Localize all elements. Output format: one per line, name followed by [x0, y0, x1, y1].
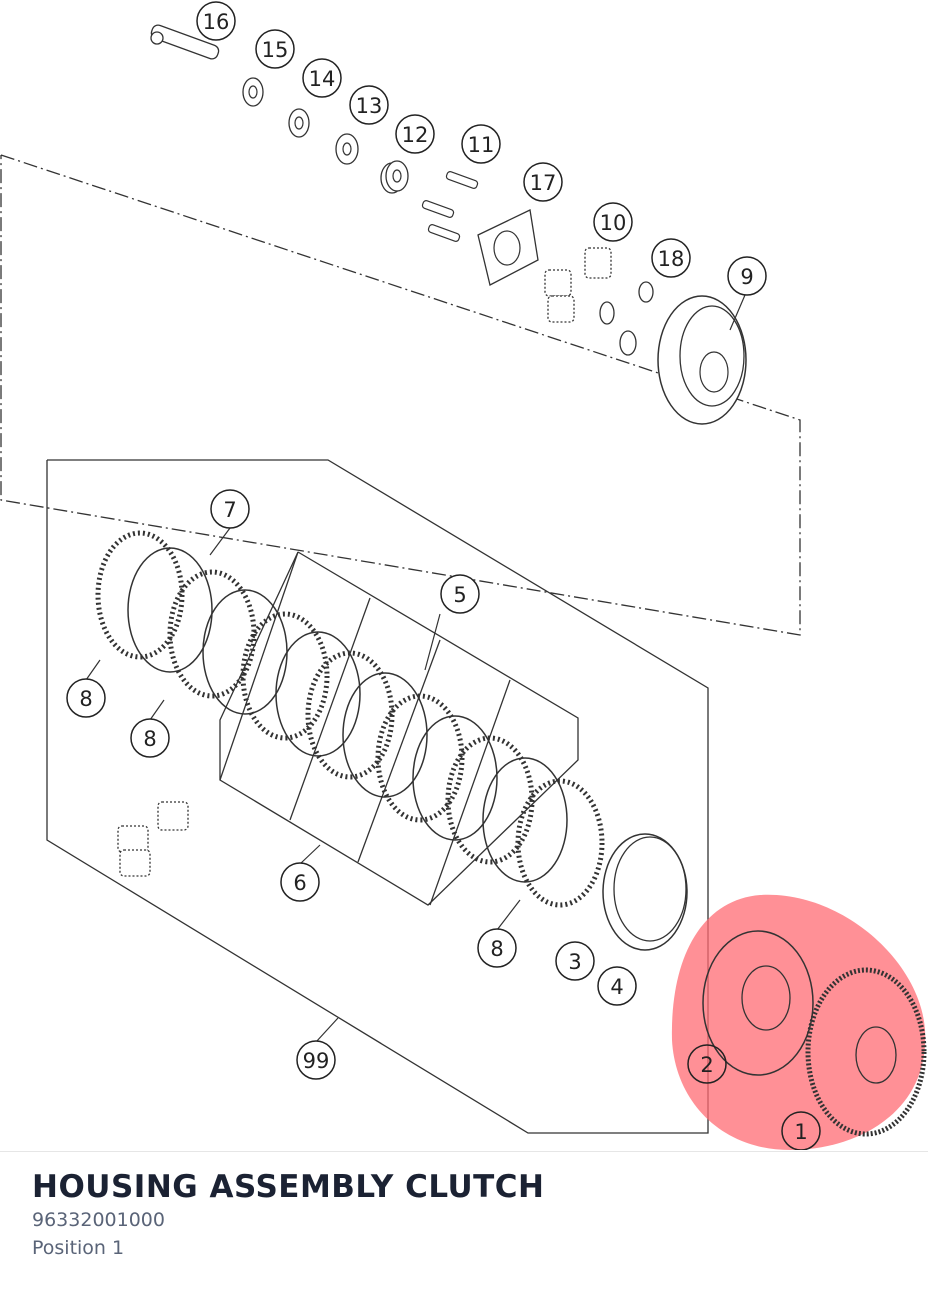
callout-8-right: 8 — [477, 928, 517, 968]
housing-part-1-2[interactable] — [702, 930, 927, 1137]
washer-part-13[interactable] — [335, 133, 359, 165]
housing-highlight — [671, 894, 926, 1150]
svg-text:12: 12 — [402, 123, 429, 147]
callout-1: 1 — [781, 1111, 821, 1150]
svg-text:10: 10 — [600, 211, 627, 235]
svg-text:18: 18 — [658, 247, 685, 271]
svg-text:2: 2 — [700, 1053, 713, 1077]
plate-group-divider — [289, 597, 371, 821]
svg-text:14: 14 — [309, 67, 336, 91]
part-title: HOUSING ASSEMBLY CLUTCH — [32, 1169, 545, 1205]
svg-text:9: 9 — [740, 265, 753, 289]
svg-text:1: 1 — [794, 1120, 807, 1144]
plate-group-divider — [429, 679, 511, 906]
svg-text:8: 8 — [490, 937, 503, 961]
bolt-part-16[interactable] — [150, 23, 221, 60]
part-position: Position 1 — [32, 1237, 125, 1259]
callout-5: 5 — [440, 574, 480, 614]
kit-outline-99 — [46, 459, 709, 1134]
callout-3: 3 — [555, 941, 595, 981]
clutch-plate-stack[interactable] — [95, 530, 605, 908]
svg-text:17: 17 — [530, 171, 557, 195]
svg-text:99: 99 — [303, 1049, 330, 1073]
svg-text:13: 13 — [356, 94, 383, 118]
svg-text:16: 16 — [203, 10, 230, 34]
callout-9: 9 — [727, 256, 767, 296]
screw-parts-11[interactable] — [421, 171, 479, 242]
bearing-part-12[interactable] — [380, 160, 409, 194]
circlips-part-18[interactable] — [599, 281, 654, 356]
springs-loose[interactable] — [117, 801, 189, 877]
svg-text:3: 3 — [568, 950, 581, 974]
plate-group-divider — [357, 639, 441, 863]
callout-15: 15 — [255, 29, 295, 69]
svg-text:5: 5 — [453, 583, 466, 607]
callout-17: 17 — [523, 162, 563, 202]
caption-divider — [0, 1151, 928, 1152]
callout-11: 11 — [461, 124, 501, 164]
washer-part-15[interactable] — [242, 77, 264, 107]
callout-8-middle: 8 — [130, 718, 170, 758]
washer-part-14[interactable] — [288, 108, 310, 138]
callout-4: 4 — [597, 966, 637, 1006]
part-caption: HOUSING ASSEMBLY CLUTCH 96332001000 Posi… — [32, 1168, 545, 1262]
svg-text:8: 8 — [79, 687, 92, 711]
callout-16: 16 — [196, 1, 236, 41]
callout-6: 6 — [280, 862, 320, 902]
springs-part-10[interactable] — [544, 247, 612, 323]
svg-text:11: 11 — [468, 133, 495, 157]
callout-99: 99 — [296, 1040, 336, 1080]
assembly-outline-upper — [0, 154, 801, 636]
svg-text:4: 4 — [610, 975, 623, 999]
svg-text:15: 15 — [262, 38, 289, 62]
callout-8-left: 8 — [66, 678, 106, 718]
plate-group-outline — [219, 551, 579, 906]
pressure-plate-part-9[interactable] — [657, 295, 747, 425]
part-number: 96332001000 — [32, 1209, 165, 1231]
exploded-parts-diagram: 16 15 14 13 12 11 17 10 18 9 7 5 8 8 8 6… — [0, 1, 927, 1150]
svg-text:8: 8 — [143, 727, 156, 751]
leader-lines — [85, 294, 746, 1043]
plate-group-divider — [219, 551, 299, 781]
callout-13: 13 — [349, 85, 389, 125]
callout-18: 18 — [651, 238, 691, 278]
plate-part-17[interactable] — [477, 209, 539, 286]
callout-7: 7 — [210, 489, 250, 529]
svg-text:6: 6 — [293, 871, 306, 895]
callout-10: 10 — [593, 202, 633, 242]
callout-12: 12 — [395, 114, 435, 154]
callout-2: 2 — [687, 1044, 727, 1084]
callout-14: 14 — [302, 58, 342, 98]
ring-parts-3-4[interactable] — [602, 833, 688, 951]
svg-text:7: 7 — [223, 498, 236, 522]
